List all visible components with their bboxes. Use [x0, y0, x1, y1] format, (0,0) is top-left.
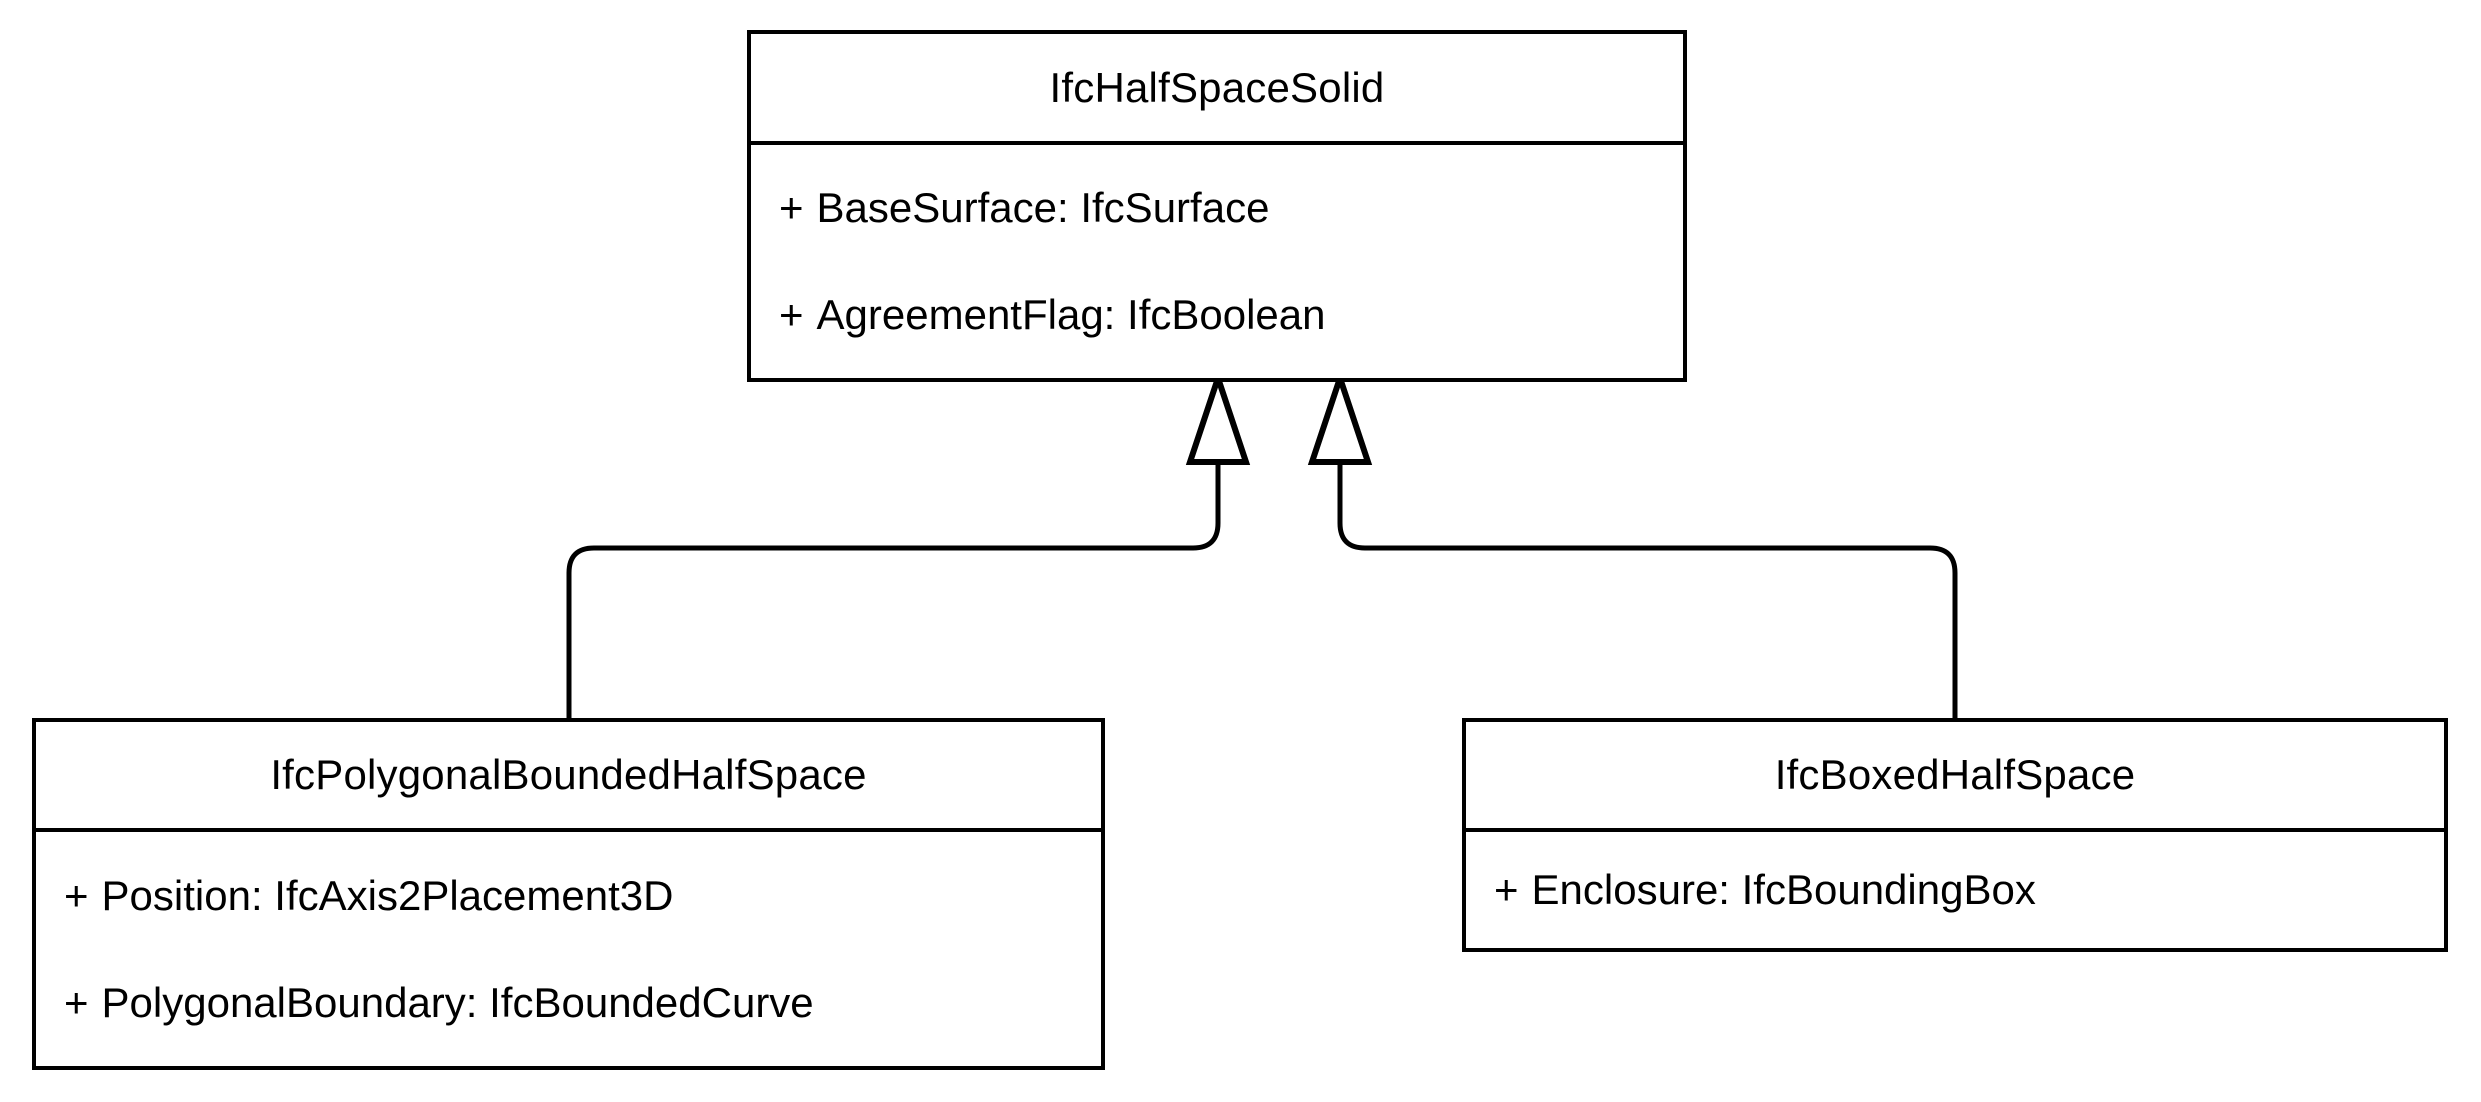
attribute-label: AgreementFlag: IfcBoolean — [816, 290, 1326, 338]
class-name-compartment-ifchalfspacesolid: IfcHalfSpaceSolid — [751, 34, 1683, 145]
attribute-visibility: + — [779, 184, 804, 232]
attribute-row: + BaseSurface: IfcSurface — [779, 187, 1683, 229]
class-box-ifchalfspacesolid[interactable]: IfcHalfSpaceSolid + BaseSurface: IfcSurf… — [747, 30, 1687, 382]
class-attributes-compartment-ifcpolygonalboundedhalfspace: + Position: IfcAxis2Placement3D + Polygo… — [36, 832, 1101, 1066]
attribute-visibility: + — [779, 290, 804, 338]
attribute-visibility: + — [64, 978, 89, 1026]
attribute-visibility: + — [64, 871, 89, 919]
class-name-compartment-ifcboxedhalfspace: IfcBoxedHalfSpace — [1466, 722, 2444, 832]
class-box-ifcpolygonalboundedhalfspace[interactable]: IfcPolygonalBoundedHalfSpace + Position:… — [32, 718, 1105, 1070]
attribute-row: + AgreementFlag: IfcBoolean — [779, 290, 1683, 338]
attribute-label: Position: IfcAxis2Placement3D — [101, 871, 674, 919]
class-title-ifcboxedhalfspace: IfcBoxedHalfSpace — [1774, 751, 2136, 798]
hollow-triangle-arrowhead-right — [1307, 368, 1373, 465]
class-box-ifcboxedhalfspace[interactable]: IfcBoxedHalfSpace + Enclosure: IfcBoundi… — [1462, 718, 2448, 952]
attribute-label: BaseSurface: IfcSurface — [816, 184, 1270, 232]
attribute-visibility: + — [1494, 866, 1519, 913]
class-title-ifcpolygonalboundedhalfspace: IfcPolygonalBoundedHalfSpace — [270, 751, 867, 798]
class-title-ifchalfspacesolid: IfcHalfSpaceSolid — [1049, 63, 1385, 111]
generalization-line-right — [1337, 462, 1958, 718]
attribute-row: + PolygonalBoundary: IfcBoundedCurve — [64, 978, 1101, 1026]
attribute-row: + Enclosure: IfcBoundingBox — [1494, 869, 2444, 911]
class-name-compartment-ifcpolygonalboundedhalfspace: IfcPolygonalBoundedHalfSpace — [36, 722, 1101, 832]
class-attributes-compartment-ifchalfspacesolid: + BaseSurface: IfcSurface + AgreementFla… — [751, 145, 1683, 378]
class-attributes-compartment-ifcboxedhalfspace: + Enclosure: IfcBoundingBox — [1466, 832, 2444, 948]
generalization-line-left — [566, 462, 1221, 718]
attribute-label: Enclosure: IfcBoundingBox — [1531, 866, 2036, 913]
generalization-boxedhalfspace[interactable] — [1307, 368, 1958, 718]
attribute-label: PolygonalBoundary: IfcBoundedCurve — [101, 978, 814, 1026]
hollow-triangle-arrowhead-left — [1185, 368, 1251, 465]
attribute-row: + Position: IfcAxis2Placement3D — [64, 871, 1101, 919]
generalization-polygonalboundedhalfspace[interactable] — [566, 368, 1251, 718]
